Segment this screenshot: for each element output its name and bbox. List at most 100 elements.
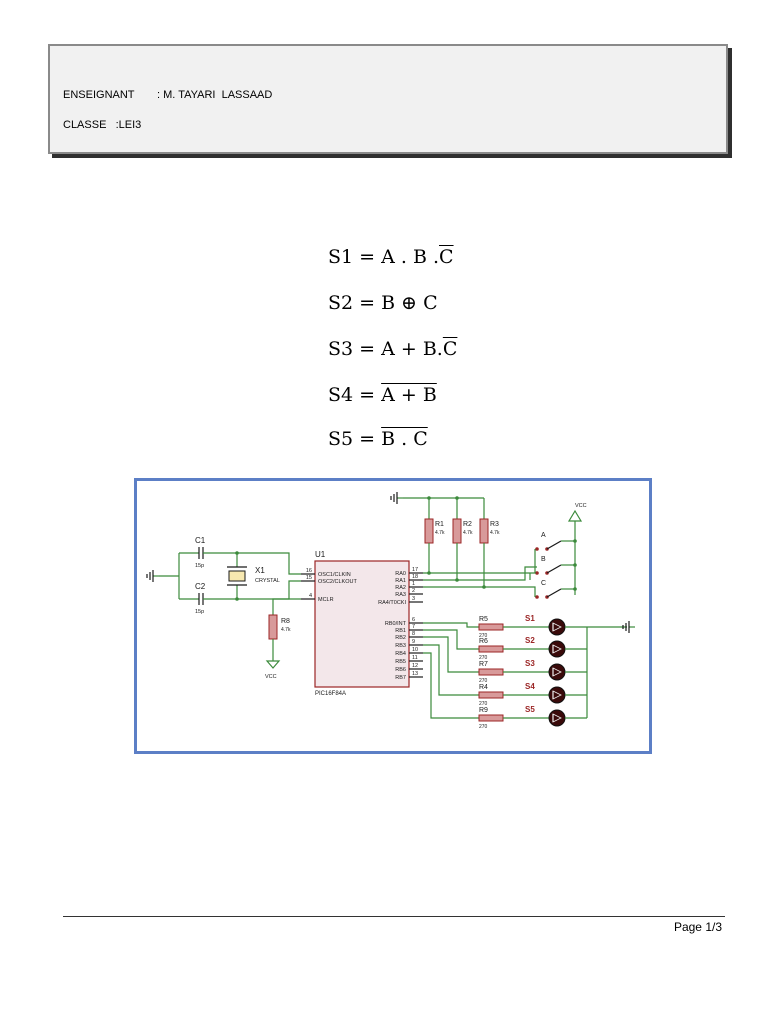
negated-term: C xyxy=(439,246,454,268)
resistor-output xyxy=(478,691,504,699)
negated-term: A + B xyxy=(381,384,437,406)
wire xyxy=(423,644,479,696)
wire xyxy=(423,549,536,574)
junction-dot xyxy=(427,496,431,500)
pin-number: 11 xyxy=(412,655,418,661)
junction-dot xyxy=(482,585,486,589)
resistor-r8 xyxy=(268,614,278,640)
c2-value: 15p xyxy=(195,609,204,615)
equals-sign: = xyxy=(353,384,382,406)
pullup-ref: R2 xyxy=(463,521,472,528)
c1-ref: C1 xyxy=(195,536,206,545)
equation-lhs: S5 xyxy=(328,428,354,450)
led-label: S1 xyxy=(525,614,535,623)
junction-dot xyxy=(427,571,431,575)
switch-label: A xyxy=(541,532,546,539)
pin-number: 6 xyxy=(412,617,415,623)
pin-number: 12 xyxy=(412,663,418,669)
pin-name: RA3 xyxy=(395,592,406,598)
equation-4: S4 = A + B xyxy=(328,384,437,406)
page-number: Page 1/3 xyxy=(673,920,722,934)
wire xyxy=(423,636,479,673)
chip-part: PIC16F84A xyxy=(315,691,346,697)
pin-number: 4 xyxy=(309,593,312,599)
pin-number: 16 xyxy=(306,568,312,574)
switch-lever xyxy=(546,564,562,574)
output-res-value: 270 xyxy=(479,724,488,730)
equation-1: S1 = A . B .C xyxy=(328,246,454,268)
c1-value: 15p xyxy=(195,563,204,569)
wire xyxy=(237,552,301,575)
header-box: ENSEIGNANT: M. TAYARI LASSAAD CLASSE :LE… xyxy=(48,44,728,154)
led-indicator xyxy=(552,644,562,654)
led-indicator xyxy=(548,686,566,704)
output-res-ref: R7 xyxy=(479,661,488,668)
pin-number: 13 xyxy=(412,671,418,677)
vcc-label-left: VCC xyxy=(265,674,277,680)
led-label: S3 xyxy=(525,659,535,668)
pin-name: OSC1/CLKIN xyxy=(318,572,351,578)
junction-dot xyxy=(455,496,459,500)
pullup-value: 4.7k xyxy=(490,530,500,536)
pin-number: 18 xyxy=(412,574,418,580)
wire xyxy=(423,629,479,650)
pin-name: RB1 xyxy=(395,628,406,634)
pin-name: RB6 xyxy=(395,667,406,673)
pin-name: RB7 xyxy=(395,675,406,681)
pin-number: 2 xyxy=(412,588,415,594)
led-indicator xyxy=(552,667,562,677)
switch-contact xyxy=(535,547,539,551)
class-line: CLASSE :LEI3 xyxy=(63,119,141,131)
equation-term: A + B. xyxy=(381,338,443,360)
output-res-ref: R6 xyxy=(479,638,488,645)
equation-lhs: S2 xyxy=(328,292,354,314)
resistor-output xyxy=(478,714,504,722)
wire xyxy=(423,622,479,628)
equation-5: S5 = B . C xyxy=(328,428,428,450)
led-indicator xyxy=(552,713,562,723)
switch-label: C xyxy=(541,580,546,587)
equation-2: S2 = B ⊕ C xyxy=(328,292,438,314)
pin-name: RA0 xyxy=(395,571,406,577)
vcc-arrow xyxy=(567,509,583,522)
led-label: S2 xyxy=(525,636,535,645)
footer-rule xyxy=(63,916,725,917)
switch-lever xyxy=(546,588,562,598)
switch-contact xyxy=(535,595,539,599)
switch-lever xyxy=(546,540,562,550)
microcontroller-chip xyxy=(314,560,410,688)
pin-name: RB5 xyxy=(395,659,406,665)
pin-number: 15 xyxy=(306,575,312,581)
pin-name: RA1 xyxy=(395,578,406,584)
equals-sign: = xyxy=(353,246,382,268)
resistor-pullup xyxy=(424,518,434,544)
wire xyxy=(237,580,301,600)
output-res-ref: R5 xyxy=(479,616,488,623)
pin-number: 17 xyxy=(412,567,418,573)
switch-contact xyxy=(535,571,539,575)
equation-term: A . B . xyxy=(381,246,439,268)
equals-sign: = xyxy=(353,338,382,360)
junction-dot xyxy=(573,563,577,567)
r8-value: 4.7k xyxy=(281,627,291,633)
junction-dot xyxy=(573,539,577,543)
teacher-line: ENSEIGNANT: M. TAYARI LASSAAD xyxy=(63,89,272,101)
class-gap xyxy=(106,119,115,131)
teacher-label: ENSEIGNANT xyxy=(63,89,135,101)
output-res-value: 270 xyxy=(479,701,488,707)
crystal-ref: X1 xyxy=(255,566,265,575)
pin-number: 9 xyxy=(412,639,415,645)
led-label: S5 xyxy=(525,705,535,714)
output-res-ref: R9 xyxy=(479,707,488,714)
crystal-x1 xyxy=(228,570,246,582)
output-res-value: 270 xyxy=(479,678,488,684)
pin-number: 8 xyxy=(412,631,415,637)
pin-name: RB0/INT xyxy=(385,621,407,627)
pin-name: OSC2/CLKOUT xyxy=(318,579,357,585)
pin-number: 10 xyxy=(412,647,418,653)
equation-term: B ⊕ C xyxy=(381,292,438,314)
pullup-ref: R1 xyxy=(435,521,444,528)
class-label: CLASSE xyxy=(63,119,107,131)
class-value: :LEI3 xyxy=(115,119,142,131)
pin-name: RB4 xyxy=(395,651,406,657)
